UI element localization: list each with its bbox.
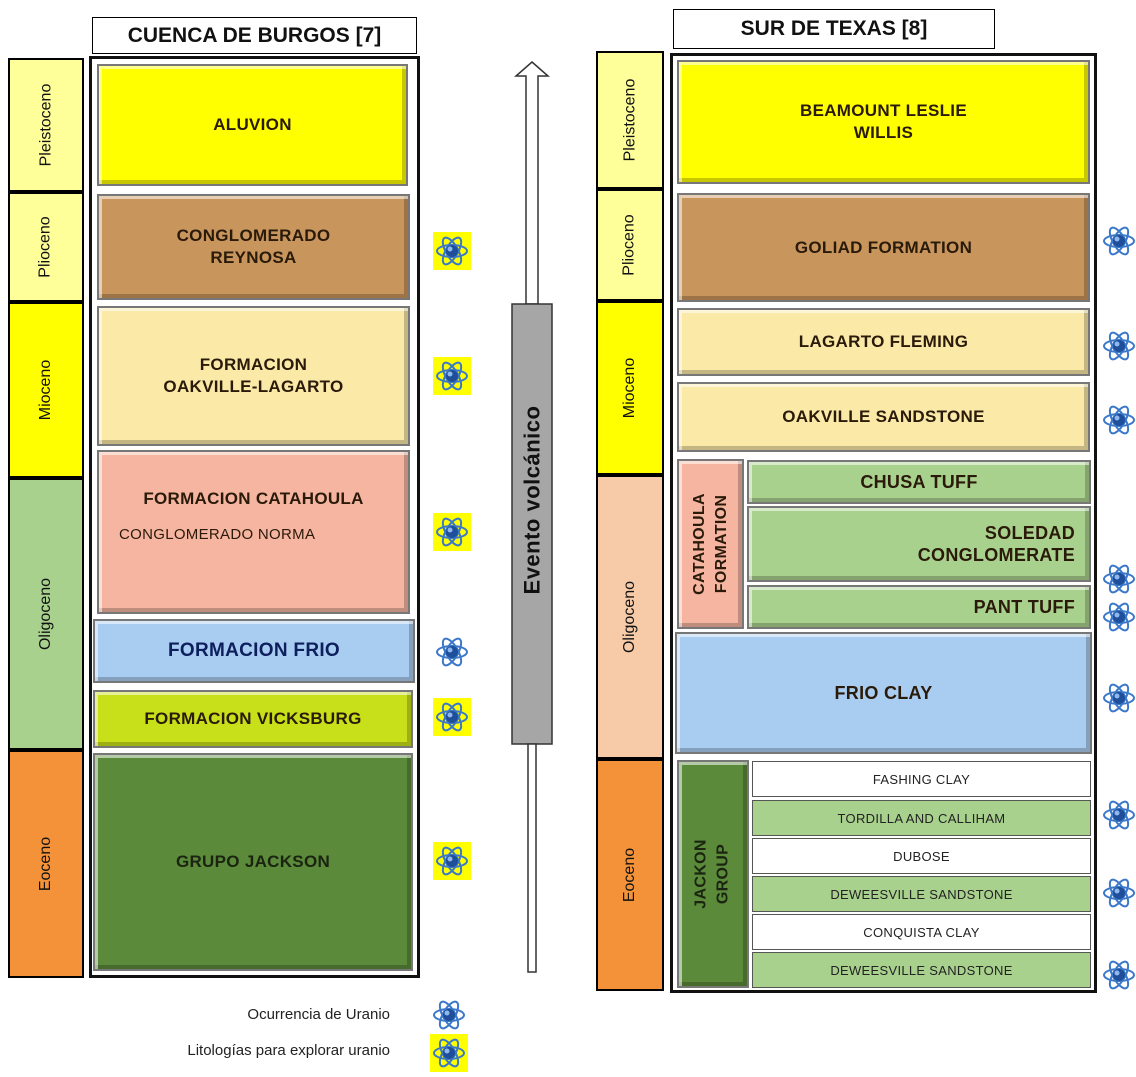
formation-label: GROUP: [715, 843, 732, 905]
volcanic-event-arrow: [510, 60, 554, 975]
left-uranium-atom-icon: [433, 232, 471, 270]
left-uranium-atom-icon: [433, 842, 471, 880]
right-uranium-atom-icon: [1100, 598, 1136, 636]
jackson-member: DUBOSE: [752, 838, 1091, 874]
right-uranium-atom-icon: [1100, 679, 1136, 717]
epoch-label: Plioceno: [37, 216, 54, 278]
member-soledad-conglomerate: SOLEDAD CONGLOMERATE: [747, 506, 1091, 582]
formation-label: GOLIAD FORMATION: [794, 237, 973, 257]
left-column-title: CUENCA DE BURGOS [7]: [92, 17, 417, 54]
epoch-label: Eoceno: [36, 836, 54, 892]
formation-oakville-lagarto: FORMACION OAKVILLE-LAGARTO: [97, 306, 410, 446]
legend-uranium-atom-icon-highlighted: [430, 1034, 468, 1072]
formation-label: WILLIS: [853, 123, 914, 142]
epoch-label: Plioceno: [621, 214, 638, 276]
epoch-label: Mioceno: [620, 357, 638, 419]
formation-label: CONGLOMERATE: [917, 545, 1075, 565]
right-epoch-mioceno: Mioceno: [596, 301, 664, 475]
legend-explore-label: Litologías para explorar uranio: [187, 1042, 390, 1059]
jackson-member: DEWEESVILLE SANDSTONE: [752, 876, 1091, 912]
right-column-title: SUR DE TEXAS [8]: [673, 9, 995, 49]
member-pant-tuff: PANT TUFF: [747, 585, 1091, 629]
right-uranium-atom-icon: [1100, 222, 1136, 260]
formation-label: JACKON: [693, 839, 710, 909]
right-epoch-oligoceno: Oligoceno: [596, 475, 664, 759]
epoch-label: Oligoceno: [37, 577, 55, 651]
formation-label: FORMACION FRIO: [167, 640, 341, 661]
formation-conglomerado-reynosa: CONGLOMERADO REYNOSA: [97, 194, 410, 300]
epoch-label: Eoceno: [620, 847, 638, 903]
formation-catahoula-formation: CATAHOULA FORMATION: [677, 459, 744, 629]
formation-label: FORMACION CATAHOULA: [143, 489, 364, 508]
legend-occurrence-label: Ocurrencia de Uranio: [247, 1006, 390, 1023]
arrow-shape: [511, 61, 553, 973]
volcanic-event-label: Evento volcánico: [519, 405, 545, 595]
right-uranium-atom-icon: [1100, 956, 1136, 994]
left-epoch-eoceno: Eoceno: [8, 750, 84, 978]
left-epoch-column: Pleistoceno Plioceno Mioceno Oligoceno E…: [8, 58, 84, 978]
epoch-label: Oligoceno: [621, 580, 639, 654]
formation-label: FORMACION VICKSBURG: [144, 709, 362, 728]
epoch-label: Pleistoceno: [621, 78, 638, 162]
formation-label: CATAHOULA: [690, 493, 708, 595]
left-epoch-pleistoceno: Pleistoceno: [8, 58, 84, 192]
formation-beamount-leslie-willis: BEAMOUNT LESLIE WILLIS: [677, 60, 1090, 184]
right-uranium-atom-icon: [1100, 560, 1136, 598]
right-uranium-atom-icon: [1100, 401, 1136, 439]
legend-uranium-atom-icon: [430, 996, 468, 1034]
formation-label: OAKVILLE-LAGARTO: [163, 377, 344, 396]
formation-label: REYNOSA: [210, 248, 297, 267]
jackson-member: FASHING CLAY: [752, 761, 1091, 797]
formation-catahoula: FORMACION CATAHOULA CONGLOMERADO NORMA: [97, 450, 410, 614]
formation-aluvion: ALUVION: [97, 64, 408, 186]
formation-grupo-jackson: GRUPO JACKSON: [93, 753, 413, 971]
formation-oakville-sandstone: OAKVILLE SANDSTONE: [677, 382, 1090, 452]
formation-label: SOLEDAD: [984, 523, 1075, 543]
formation-vicksburg: FORMACION VICKSBURG: [93, 690, 413, 748]
formation-goliad: GOLIAD FORMATION: [677, 193, 1090, 302]
jackson-member: TORDILLA AND CALLIHAM: [752, 800, 1091, 836]
left-uranium-atom-icon: [433, 357, 471, 395]
formation-label: ALUVION: [213, 115, 292, 134]
left-epoch-plioceno: Plioceno: [8, 192, 84, 302]
jackson-label-wrap: JACKON GROUP: [691, 839, 735, 908]
left-epoch-mioceno: Mioceno: [8, 302, 84, 478]
formation-label: OAKVILLE SANDSTONE: [782, 407, 985, 426]
volcanic-event-label-wrap: Evento volcánico: [512, 300, 552, 700]
formation-label: BEAMOUNT LESLIE: [800, 101, 967, 120]
formation-label: PANT TUFF: [973, 597, 1075, 617]
catahoula-label-wrap: CATAHOULA FORMATION: [689, 493, 733, 595]
member-chusa-tuff: CHUSA TUFF: [747, 460, 1091, 504]
jackson-member: CONQUISTA CLAY: [752, 914, 1091, 950]
formation-label: CHUSA TUFF: [860, 472, 978, 492]
formation-frio-clay: FRIO CLAY: [675, 632, 1092, 754]
formation-label: FORMACION: [199, 355, 308, 374]
left-uranium-atom-icon: [433, 698, 471, 736]
formation-label: CONGLOMERADO: [176, 226, 331, 245]
formation-frio: FORMACION FRIO: [93, 619, 415, 683]
formation-label: FRIO CLAY: [834, 683, 933, 703]
formation-label: GRUPO JACKSON: [175, 852, 331, 871]
formation-label: LAGARTO FLEMING: [798, 332, 969, 351]
formation-sublabel: CONGLOMERADO NORMA: [119, 526, 316, 543]
right-epoch-pleistoceno: Pleistoceno: [596, 51, 664, 189]
left-uranium-atom-icon: [433, 633, 471, 671]
formation-lagarto-fleming: LAGARTO FLEMING: [677, 308, 1090, 376]
right-uranium-atom-icon: [1100, 327, 1136, 365]
formation-label: FORMATION: [712, 494, 730, 594]
formation-jackson-group: JACKON GROUP: [677, 760, 749, 988]
right-uranium-atom-icon: [1100, 874, 1136, 912]
epoch-label: Pleistoceno: [37, 83, 54, 167]
right-epoch-plioceno: Plioceno: [596, 189, 664, 301]
left-uranium-atom-icon: [433, 513, 471, 551]
right-epoch-column: Pleistoceno Plioceno Mioceno Oligoceno E…: [596, 51, 664, 991]
right-uranium-atom-icon: [1100, 796, 1136, 834]
epoch-label: Mioceno: [36, 359, 54, 421]
left-epoch-oligoceno: Oligoceno: [8, 478, 84, 750]
right-epoch-eoceno: Eoceno: [596, 759, 664, 991]
jackson-member: DEWEESVILLE SANDSTONE: [752, 952, 1091, 988]
